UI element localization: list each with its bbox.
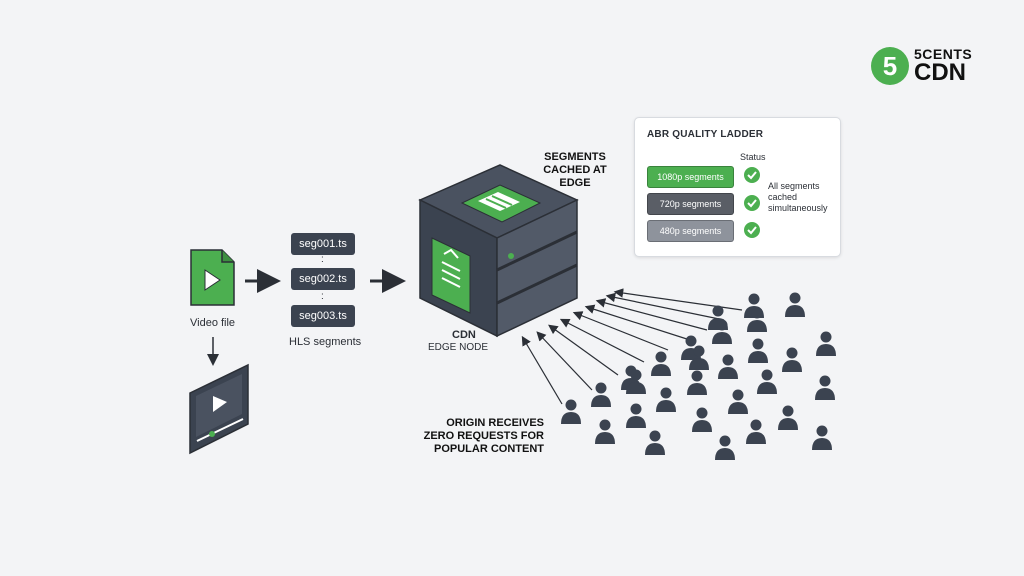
edge-node-label: EDGE NODE [428, 342, 489, 353]
person-icon [728, 389, 748, 414]
hls-segments-label: HLS segments [289, 336, 362, 348]
segment-box-1: seg001.ts [291, 233, 355, 255]
person-icon [689, 345, 709, 370]
segment-box-2: seg002.ts [291, 268, 355, 290]
person-icon [715, 435, 735, 460]
person-icon [595, 419, 615, 444]
video-file-label: Video file [190, 317, 236, 329]
user-crowd [561, 292, 836, 460]
cdn-label: CDN [452, 329, 476, 341]
play-file-icon [190, 249, 235, 306]
person-icon [591, 382, 611, 407]
abr-status-header: Status [740, 152, 766, 162]
person-icon [692, 407, 712, 432]
check-icon [744, 167, 760, 183]
person-icon [748, 338, 768, 363]
request-arrows [521, 288, 743, 405]
abr-title: ABR QUALITY LADDER [647, 129, 764, 140]
logo-line1: 5CENTS [914, 46, 973, 62]
abr-note: All segments cached simultaneously [768, 181, 828, 213]
segment-box-3: seg003.ts [291, 305, 355, 327]
person-icon [815, 375, 835, 400]
person-icon [746, 419, 766, 444]
person-icon [626, 403, 646, 428]
person-icon [778, 405, 798, 430]
person-icon [812, 425, 832, 450]
check-icon [744, 222, 760, 238]
person-icon [561, 399, 581, 424]
person-icon [757, 369, 777, 394]
video-player-icon [189, 363, 249, 455]
check-icon [744, 195, 760, 211]
person-icon [651, 351, 671, 376]
segment-separator: : [321, 291, 324, 302]
logo-numeral: 5 [883, 51, 897, 81]
abr-row-480p: 480p segments [647, 220, 734, 242]
person-icon [626, 369, 646, 394]
person-icon [687, 370, 707, 395]
person-icon [718, 354, 738, 379]
person-icon [782, 347, 802, 372]
origin-caption: ORIGIN RECEIVES ZERO REQUESTS FOR POPULA… [423, 417, 544, 455]
person-icon [656, 387, 676, 412]
logo-line2: CDN [914, 59, 966, 86]
segment-separator: : [321, 254, 324, 265]
brand-logo-icon: 5 [871, 47, 909, 85]
abr-row-720p: 720p segments [647, 193, 734, 215]
abr-row-1080p: 1080p segments [647, 166, 734, 188]
person-icon [645, 430, 665, 455]
person-icon [816, 331, 836, 356]
person-icon [747, 307, 767, 332]
person-icon [785, 292, 805, 317]
abr-ladder-card: ABR QUALITY LADDER Status 1080p segments… [634, 117, 841, 257]
person-icon [708, 305, 728, 330]
segments-cached-caption: SEGMENTS CACHED AT EDGE [543, 151, 607, 189]
server-stack-icon [418, 164, 579, 338]
